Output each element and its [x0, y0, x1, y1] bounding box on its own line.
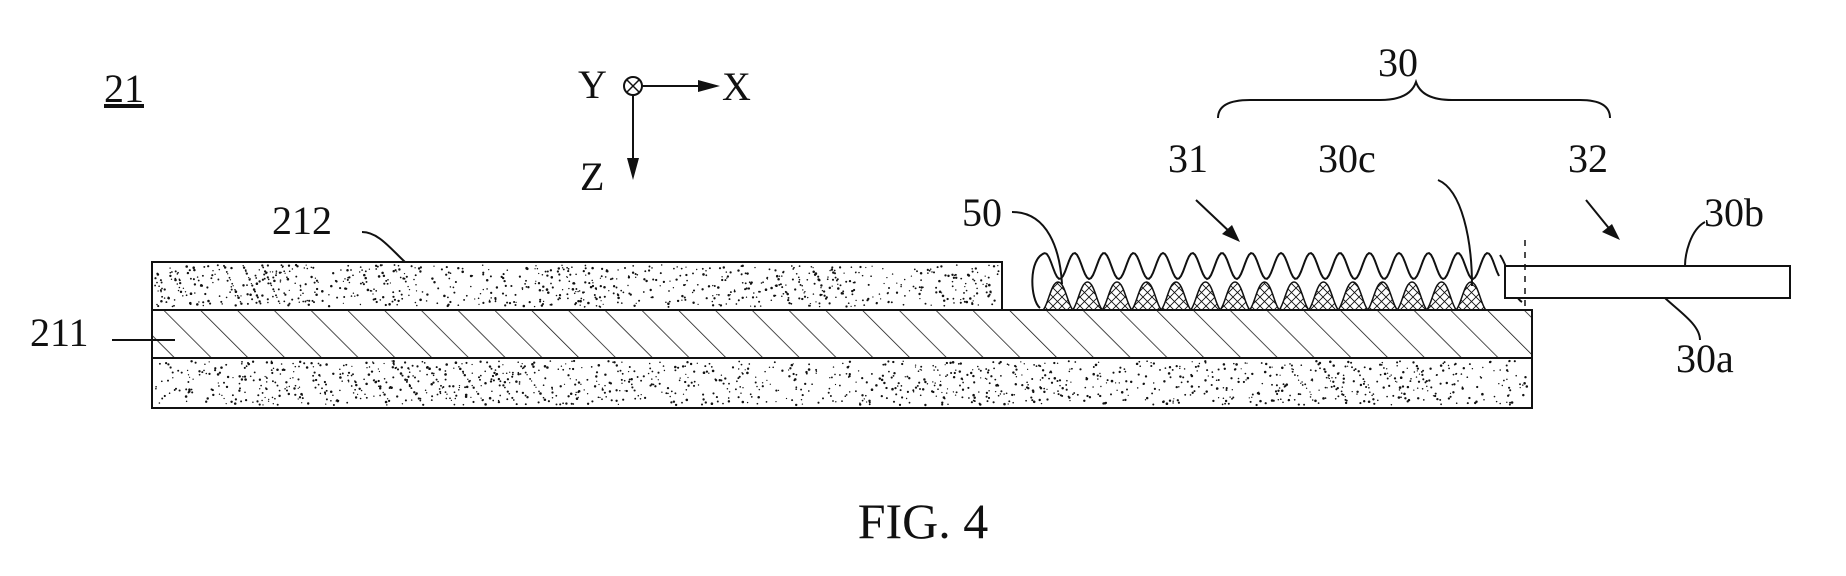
arrow-31 — [1196, 200, 1240, 242]
film-left-end — [1032, 253, 1045, 308]
label-30a: 30a — [1676, 336, 1734, 381]
label-212: 212 — [272, 198, 332, 243]
flat-strip-32 — [1505, 266, 1790, 298]
brace-30 — [1218, 82, 1610, 118]
axis-indicator — [624, 77, 720, 180]
label-30c: 30c — [1318, 136, 1376, 181]
label-30b: 30b — [1704, 190, 1764, 235]
label-31: 31 — [1168, 136, 1208, 181]
label-30: 30 — [1378, 40, 1418, 85]
layer-211 — [152, 310, 1532, 358]
corrugated-film-31 — [1045, 253, 1499, 279]
leader-30b — [1685, 222, 1705, 266]
label-211: 211 — [30, 310, 89, 355]
label-32: 32 — [1568, 136, 1608, 181]
axis-label-y: Y — [578, 62, 607, 107]
bumps-50 — [1043, 282, 1486, 310]
axis-label-z: Z — [580, 154, 604, 199]
arrow-32 — [1586, 200, 1620, 240]
leader-30a — [1665, 298, 1700, 340]
axis-label-x: X — [722, 64, 751, 109]
figure-caption: FIG. 4 — [858, 493, 989, 549]
label-50: 50 — [962, 190, 1002, 235]
leader-212 — [362, 232, 405, 262]
label-21: 21 — [104, 66, 144, 111]
